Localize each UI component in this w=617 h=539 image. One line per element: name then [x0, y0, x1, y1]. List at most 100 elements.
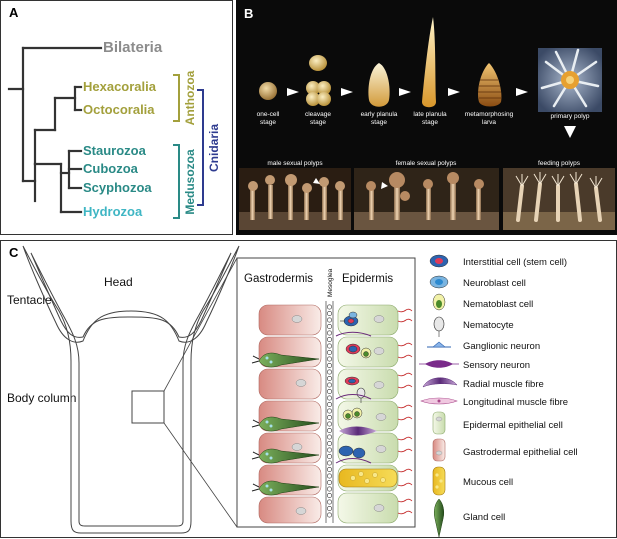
primary-polyp [538, 48, 602, 112]
mesoglea-dot [326, 395, 332, 401]
legend-gastrodermal: Gastrodermal epithelial cell [463, 447, 578, 458]
taxon-staurozoa: Staurozoa [83, 143, 146, 158]
mesoglea-dot [326, 311, 332, 317]
panel-c-label: C [9, 245, 19, 260]
mesoglea-dot [326, 402, 332, 408]
mesoglea-dot [326, 434, 332, 440]
stage-label-primary-polyp: primary polyp [550, 113, 589, 120]
label-gastrodermis: Gastrodermis [244, 273, 313, 285]
label-epidermis: Epidermis [342, 273, 393, 285]
panel-b-label: B [244, 6, 254, 21]
female-polyps-photo [354, 168, 499, 230]
mesoglea-dot [326, 454, 332, 460]
polyp-label-female: female sexual polyps [396, 160, 457, 167]
mesoglea-dot [326, 382, 332, 388]
legend-longitudinal-muscle: Longitudinal muscle fibre [463, 397, 568, 408]
mesoglea-dot [326, 460, 332, 466]
one-cell-embryo [259, 82, 277, 100]
legend-icon-neuroblast [429, 275, 449, 289]
legend-icon-nematoblast [432, 293, 446, 311]
legend-icon-sensory [419, 360, 459, 368]
radial-muscle-in-tissue [339, 426, 377, 436]
legend-icon-epidermal [432, 411, 446, 435]
legend-icon-radial-muscle [422, 377, 458, 388]
taxon-scyphozoa: Scyphozoa [83, 180, 152, 195]
panel-a-phylogeny: A [0, 0, 233, 235]
polyp-label-male: male sexual polyps [267, 160, 323, 167]
legend-icons [419, 254, 459, 538]
group-labels: Anthozoa Medusozoa Cnidaria [183, 70, 221, 215]
hydra-diagram: Gastrodermis Epidermis Mesoglea Intersti… [22, 245, 578, 538]
legend-icon-interstitial [429, 254, 449, 268]
legend-mucous: Mucous cell [463, 477, 513, 488]
arrow-6 [564, 126, 576, 138]
epidermis-layer [335, 304, 413, 524]
mesoglea-dot [326, 473, 332, 479]
cleavage-embryo [306, 55, 331, 106]
arrow-5 [516, 88, 528, 96]
label-mesoglea: Mesoglea [327, 268, 334, 297]
legend-nematocyte: Nematocyte [463, 320, 514, 331]
mesoglea-dot [326, 363, 332, 369]
mesoglea-dot [326, 480, 332, 486]
legend-icon-nematocyte [433, 316, 445, 337]
legend-epidermal: Epidermal epithelial cell [463, 420, 563, 431]
legend-neuroblast: Neuroblast cell [463, 278, 526, 289]
arrow-2 [341, 88, 353, 96]
arrow-3 [399, 88, 411, 96]
arrow-1 [287, 88, 299, 96]
mesoglea-dot [326, 343, 332, 349]
group-medusozoa: Medusozoa [183, 149, 197, 215]
medusozoa-bracket [173, 144, 180, 219]
mesoglea-dot [326, 499, 332, 505]
mesoglea-layer [325, 301, 334, 523]
mesoglea-dot [326, 441, 332, 447]
label-tentacle: Tentacle [7, 293, 52, 307]
taxon-hexacoralia: Hexacoralia [83, 79, 156, 94]
mesoglea-dot [326, 447, 332, 453]
legend-ganglionic: Ganglionic neuron [463, 341, 540, 352]
mesoglea-dot [326, 389, 332, 395]
mesoglea-dot [326, 324, 332, 330]
legend-interstitial: Interstitial cell (stem cell) [463, 257, 567, 268]
legend-labels: Interstitial cell (stem cell) Neuroblast… [463, 257, 578, 523]
legend-icon-gland [433, 498, 445, 538]
taxon-cubozoa: Cubozoa [83, 161, 138, 176]
legend-gland: Gland cell [463, 512, 505, 523]
mesoglea-dot [326, 356, 332, 362]
mesoglea-dot [326, 337, 332, 343]
mesoglea-dot [326, 486, 332, 492]
legend-nematoblast: Nematoblast cell [463, 299, 533, 310]
mesoglea-dot [326, 467, 332, 473]
panel-b-life-cycle: B [236, 0, 617, 235]
legend-icon-mucous [432, 466, 446, 496]
male-polyps-photo [239, 168, 351, 230]
gastrodermis-layer [251, 304, 322, 524]
mesoglea-dot [326, 505, 332, 511]
mesoglea-dot [326, 415, 332, 421]
feeding-polyps-photo [503, 168, 615, 230]
legend-sensory: Sensory neuron [463, 360, 530, 371]
mesoglea-dot [326, 376, 332, 382]
mesoglea-dot [326, 330, 332, 336]
zoom-selection-box [131, 390, 165, 424]
mesoglea-dot [326, 493, 332, 499]
legend-icon-ganglionic [427, 341, 451, 348]
metamorphosing-larva [478, 63, 502, 107]
group-cnidaria: Cnidaria [207, 124, 221, 172]
panel-a-label: A [9, 5, 19, 20]
label-head: Head [104, 275, 133, 289]
anthozoa-bracket [173, 74, 180, 122]
mesoglea-dot [326, 408, 332, 414]
legend-icon-longitudinal-muscle [420, 397, 458, 405]
mesoglea-dot [326, 369, 332, 375]
phylogenetic-tree [7, 46, 204, 219]
late-planula [422, 17, 436, 108]
legend-radial-muscle: Radial muscle fibre [463, 379, 544, 390]
